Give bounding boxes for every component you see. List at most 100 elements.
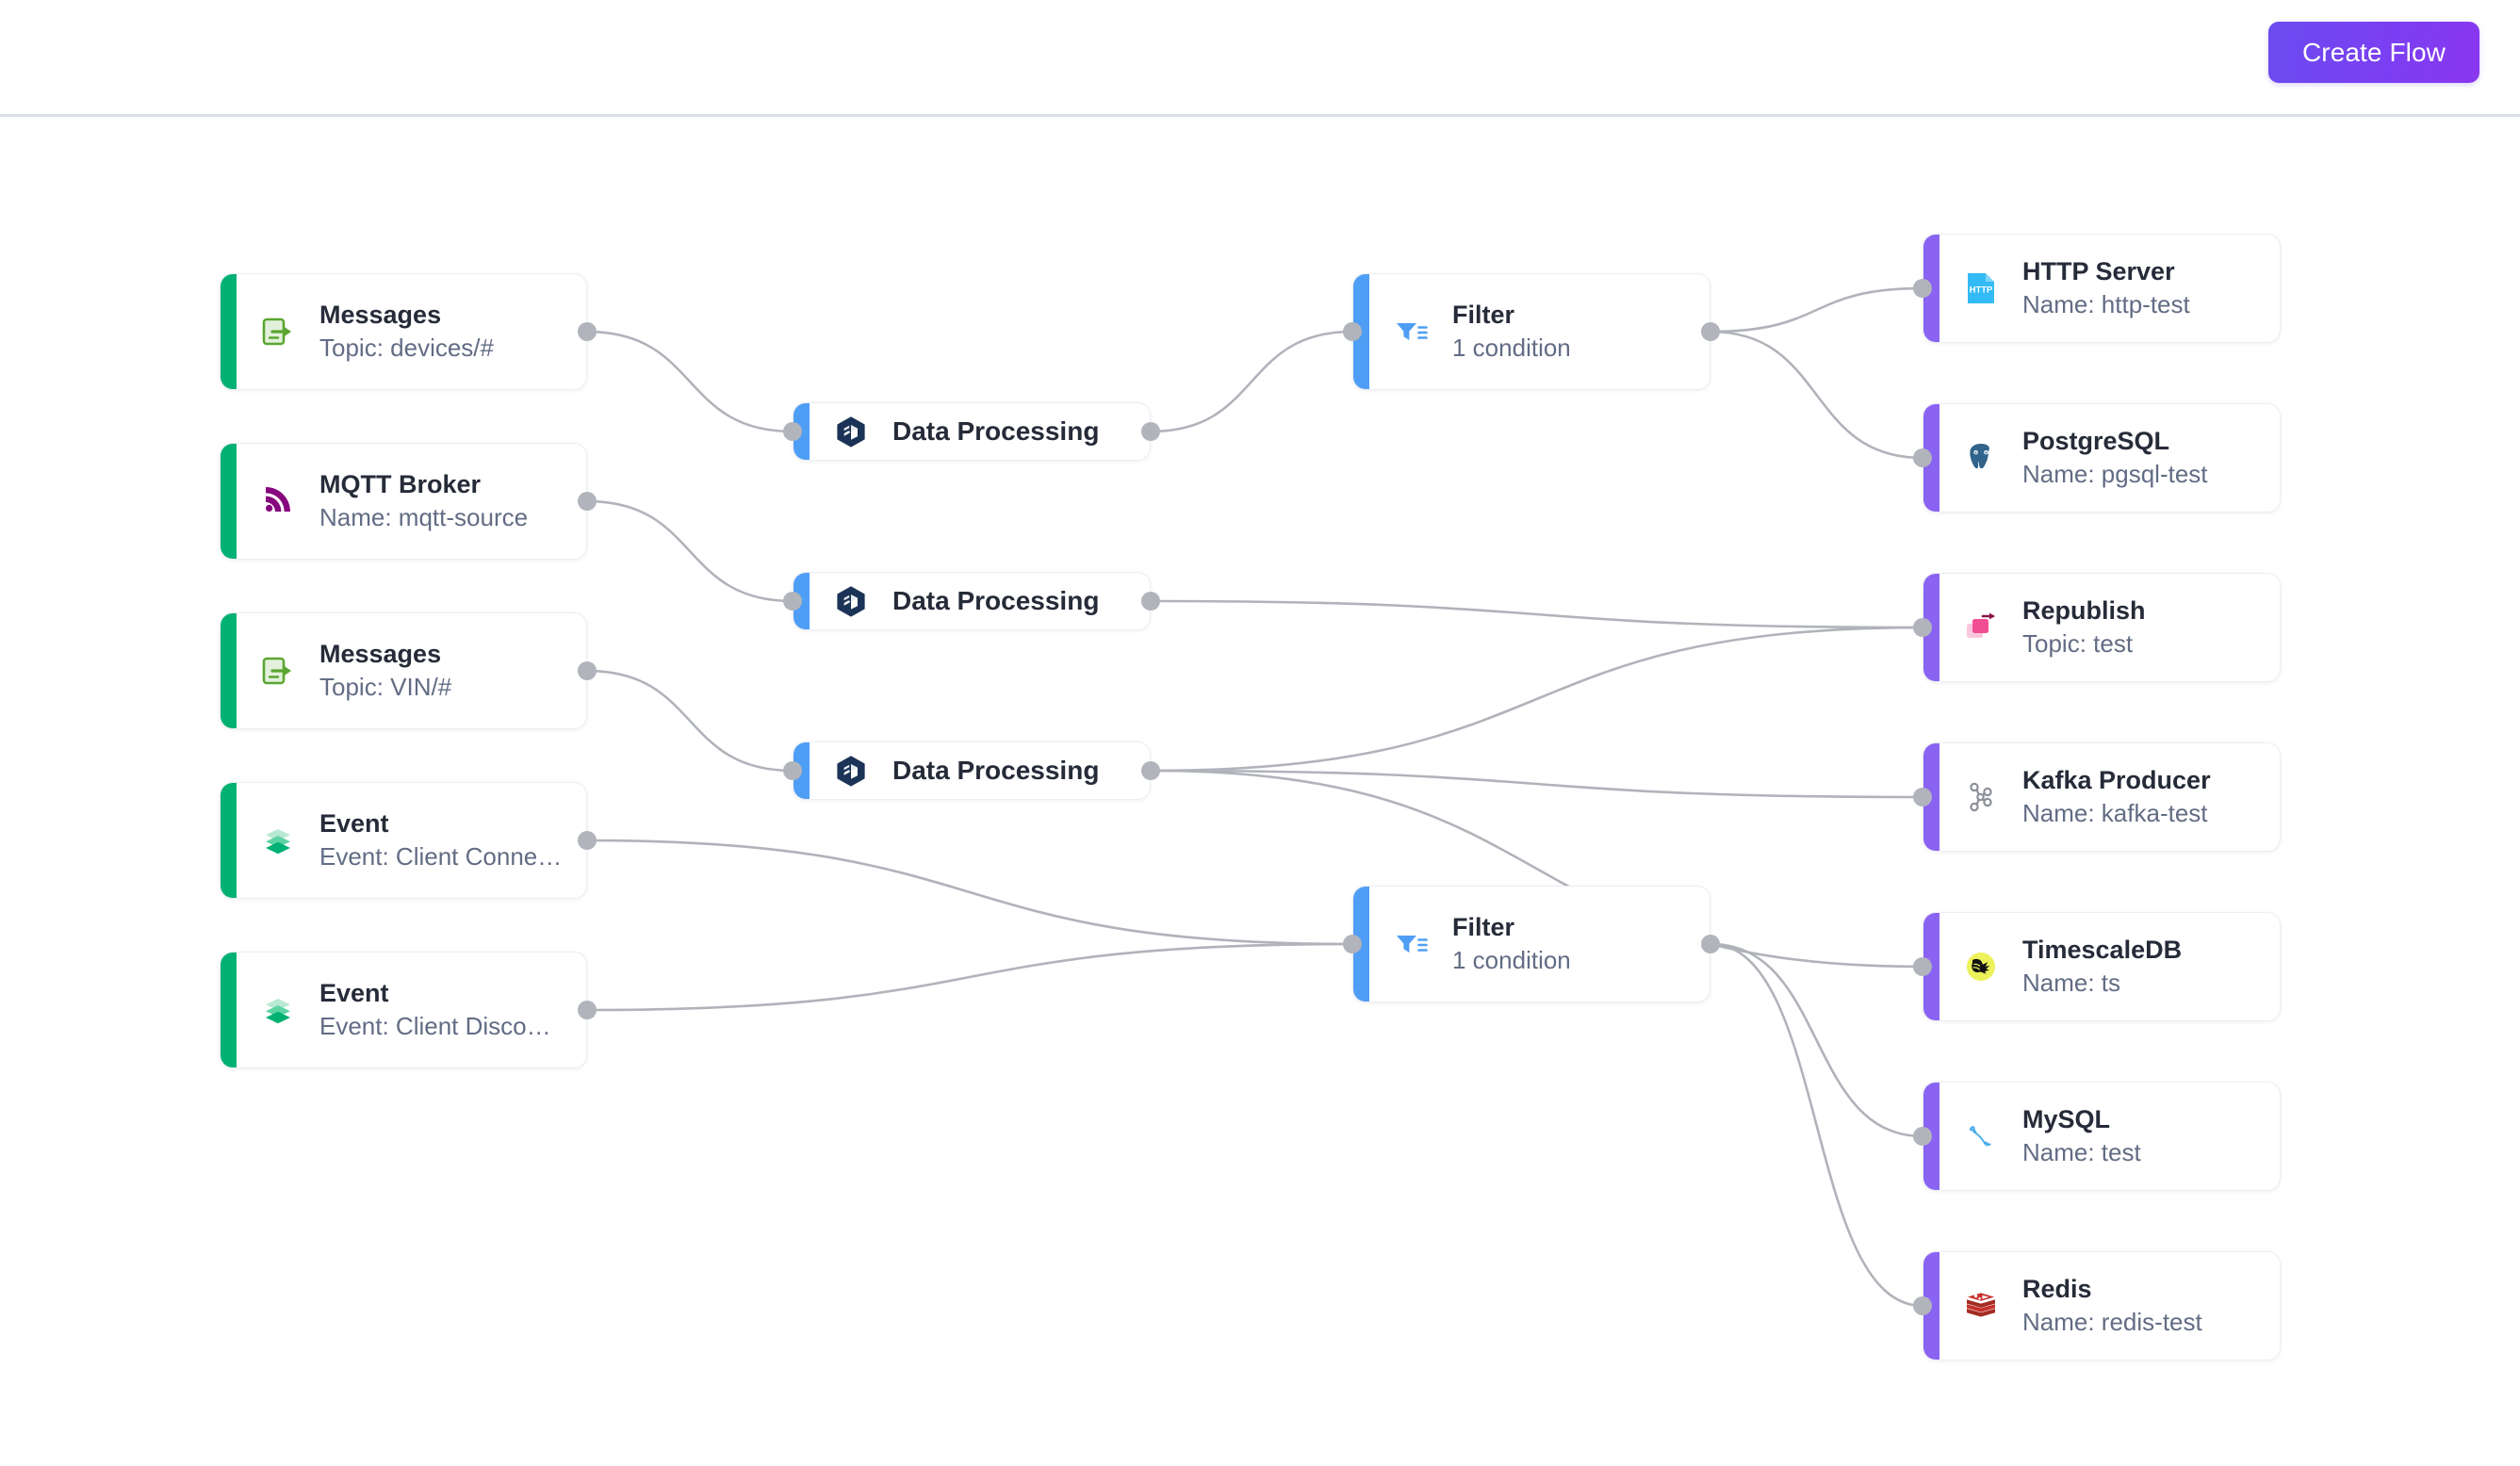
flow-edge-src-messages-devices-to-proc-dp-1 <box>586 330 794 433</box>
output-port-src-mqtt-broker[interactable] <box>578 492 597 511</box>
input-port-sink-postgresql[interactable] <box>1913 448 1932 467</box>
node-title: Data Processing <box>892 585 1100 615</box>
input-port-proc-filter-2[interactable] <box>1343 935 1362 953</box>
input-port-sink-redis[interactable] <box>1913 1296 1932 1315</box>
flow-edge-proc-dp-2-to-sink-republish <box>1150 599 1923 629</box>
flow-node-proc-dp-1[interactable]: Data Processing <box>793 402 1151 461</box>
flow-edge-proc-filter-2-to-sink-mysql <box>1710 942 1923 1138</box>
flow-node-proc-dp-3[interactable]: Data Processing <box>793 741 1151 800</box>
event-layers-icon <box>257 989 299 1031</box>
flow-edge-proc-filter-1-to-sink-http-server <box>1710 286 1923 334</box>
output-port-proc-dp-2[interactable] <box>1141 592 1160 611</box>
output-port-src-messages-vin[interactable] <box>578 661 597 680</box>
node-title: Event <box>319 809 389 839</box>
node-subtitle: Name: mqtt-source <box>319 503 529 532</box>
node-title: Data Processing <box>892 415 1100 446</box>
node-subtitle: Topic: test <box>2022 629 2134 659</box>
input-port-sink-timescaledb[interactable] <box>1913 957 1932 976</box>
messages-icon <box>257 311 299 352</box>
input-port-proc-dp-1[interactable] <box>783 422 802 441</box>
node-title: Messages <box>319 640 442 669</box>
create-flow-button[interactable]: Create Flow <box>2267 22 2479 83</box>
node-title: Filter <box>1452 913 1515 942</box>
input-port-proc-dp-2[interactable] <box>783 592 802 611</box>
node-text-group: Data Processing <box>892 756 1099 786</box>
node-accent-bar <box>221 783 237 898</box>
timescaledb-icon <box>1960 946 2002 987</box>
input-port-sink-kafka-producer[interactable] <box>1913 788 1932 806</box>
flow-edge-proc-filter-1-to-sink-postgresql <box>1710 330 1923 460</box>
output-port-proc-dp-3[interactable] <box>1141 761 1160 780</box>
node-title: Event <box>319 979 389 1008</box>
input-port-sink-republish[interactable] <box>1913 618 1932 637</box>
output-port-proc-filter-1[interactable] <box>1701 322 1720 341</box>
node-subtitle: Name: test <box>2022 1138 2141 1167</box>
output-port-proc-dp-1[interactable] <box>1141 422 1160 441</box>
flow-edge-src-event-connected-to-proc-filter-2 <box>586 839 1353 946</box>
flow-edge-src-mqtt-broker-to-proc-dp-2 <box>586 499 794 603</box>
input-port-sink-mysql[interactable] <box>1913 1127 1932 1146</box>
node-accent-bar <box>221 444 237 559</box>
output-port-proc-filter-2[interactable] <box>1701 935 1720 953</box>
node-title: Kafka Producer <box>2022 766 2211 795</box>
republish-icon <box>1960 607 2002 648</box>
node-accent-bar <box>221 274 237 389</box>
node-text-group: Data Processing <box>892 586 1099 616</box>
filter-icon <box>1390 923 1432 965</box>
data-processing-icon <box>830 750 872 791</box>
output-port-src-event-disconnect[interactable] <box>578 1001 597 1019</box>
flow-edge-proc-dp-3-to-sink-kafka-producer <box>1150 769 1923 799</box>
flow-edge-proc-dp-1-to-proc-filter-1 <box>1150 330 1353 433</box>
input-port-proc-dp-3[interactable] <box>783 761 802 780</box>
node-title: Republish <box>2022 596 2146 626</box>
output-port-src-event-connected[interactable] <box>578 831 597 850</box>
node-accent-bar <box>221 953 237 1067</box>
flow-node-proc-dp-2[interactable]: Data Processing <box>793 572 1151 630</box>
node-body: Data Processing <box>810 573 1150 629</box>
node-text-group: Data Processing <box>892 416 1099 447</box>
input-port-proc-filter-1[interactable] <box>1343 322 1362 341</box>
flow-edge-proc-filter-2-to-sink-redis <box>1710 942 1923 1308</box>
node-subtitle: Topic: devices/# <box>319 334 494 363</box>
flow-edge-proc-dp-3-to-sink-republish <box>1150 626 1923 773</box>
svg-text:HTTP: HTTP <box>1970 285 1993 296</box>
output-port-src-messages-devices[interactable] <box>578 322 597 341</box>
input-port-sink-http-server[interactable] <box>1913 279 1932 298</box>
node-title: PostgreSQL <box>2022 427 2170 456</box>
mqtt-broker-icon <box>257 481 299 522</box>
redis-icon <box>1960 1285 2002 1327</box>
node-subtitle: Name: kafka-test <box>2022 799 2208 828</box>
